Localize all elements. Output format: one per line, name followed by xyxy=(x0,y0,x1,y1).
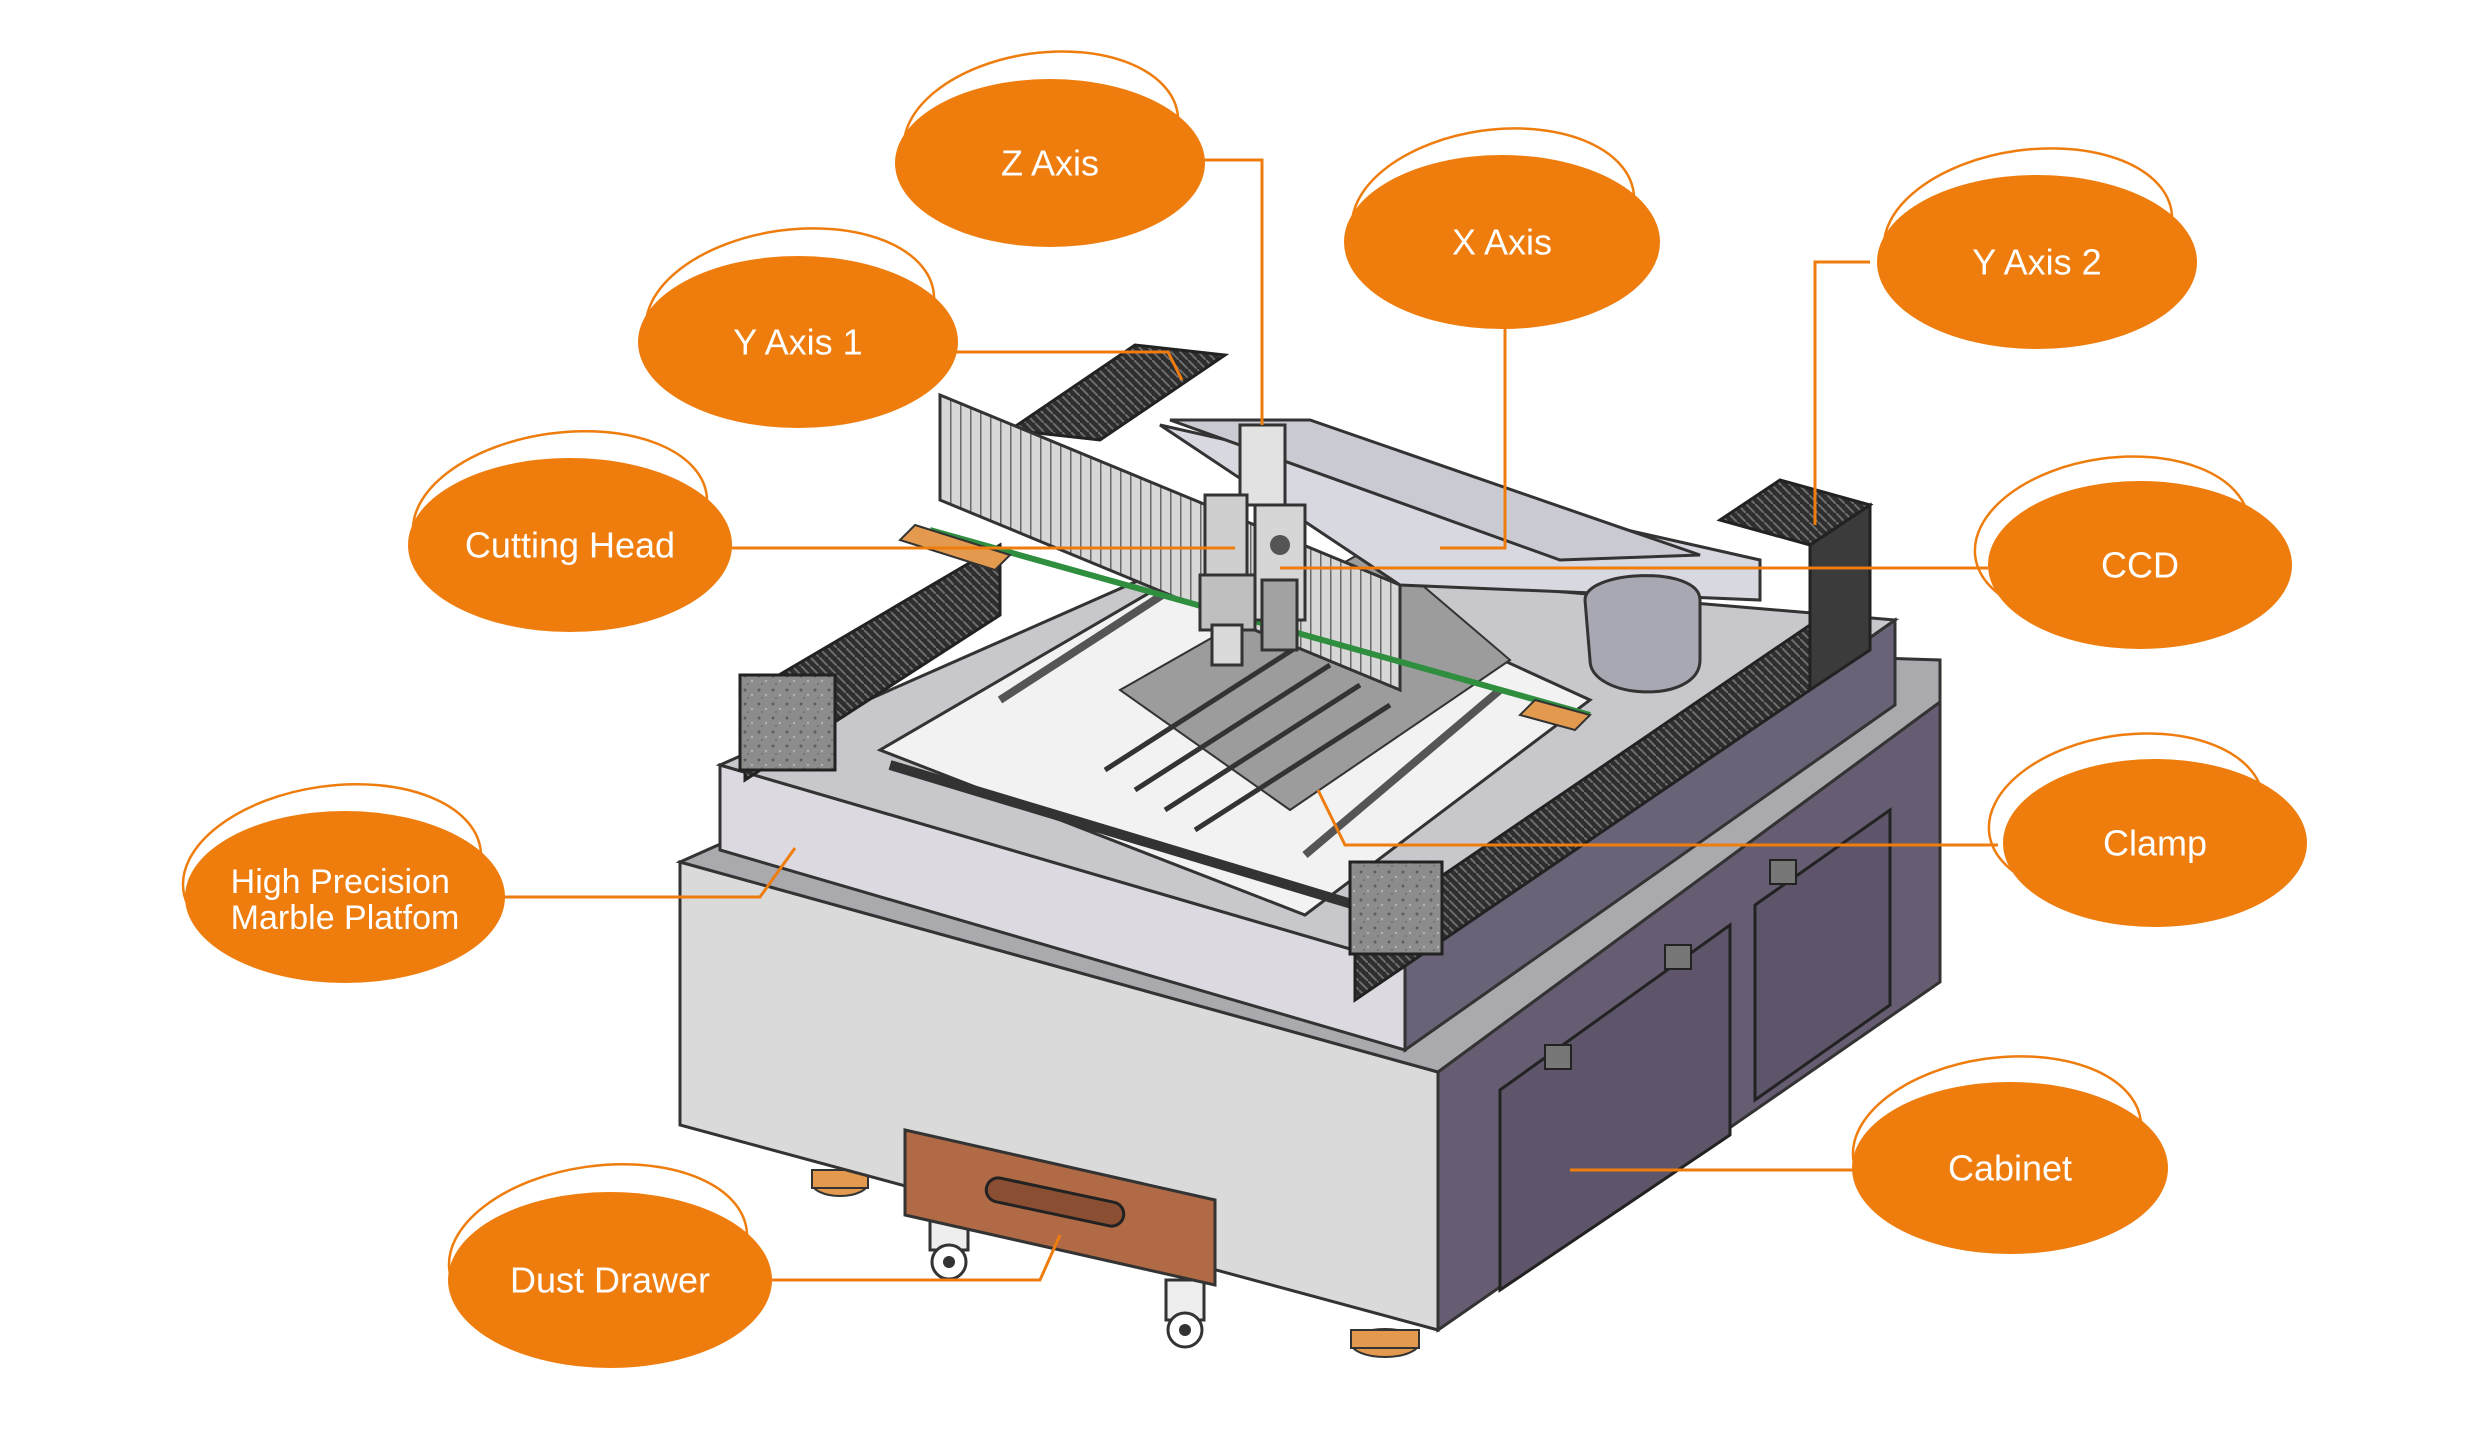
laser-cutting-machine-illustration xyxy=(675,343,1942,1358)
callout-dust-drawer: Dust Drawer xyxy=(447,1162,772,1368)
callout-label-y-axis-2: Y Axis 2 xyxy=(1972,242,2101,283)
callout-marble-platform: High Precision Marble Platfom xyxy=(181,782,505,983)
callout-label-dust-drawer: Dust Drawer xyxy=(510,1260,710,1301)
leader-lines xyxy=(488,158,1998,1282)
callout-label-clamp: Clamp xyxy=(2103,823,2207,864)
callout-label-z-axis: Z Axis xyxy=(1001,143,1099,184)
leader-dust-drawer xyxy=(757,1234,1062,1282)
caster-wheel xyxy=(1164,1278,1206,1349)
callout-clamp: Clamp xyxy=(1987,732,2307,927)
callout-group: Z Axis X Axis Y Axis 2 Y Axis 1 Cutting … xyxy=(181,50,2307,1368)
callout-ccd: CCD xyxy=(1973,455,2292,649)
callout-label-ccd: CCD xyxy=(2101,545,2179,586)
callout-label-y-axis-1: Y Axis 1 xyxy=(733,322,862,363)
leader-y-axis-1 xyxy=(955,350,1184,381)
leader-marble-platform xyxy=(488,847,797,899)
z-axis-head-assembly xyxy=(1198,423,1307,667)
y-axis-1-rail xyxy=(738,343,1230,783)
callout-x-axis: X Axis xyxy=(1344,127,1660,329)
callout-y-axis-1: Y Axis 1 xyxy=(638,227,958,428)
y-axis-2-rail xyxy=(1348,478,1874,1003)
leader-y-axis-2 xyxy=(1813,260,1870,525)
leader-z-axis xyxy=(1202,158,1264,425)
callout-label-marble-platform: High Precision Marble Platfom xyxy=(231,863,460,937)
work-table xyxy=(876,538,1593,917)
callout-cabinet: Cabinet xyxy=(1851,1055,2168,1254)
callout-label-x-axis: X Axis xyxy=(1452,222,1552,263)
callout-cutting-head: Cutting Head xyxy=(408,429,732,632)
callout-label-cutting-head: Cutting Head xyxy=(465,525,675,566)
leader-clamp xyxy=(1316,789,1998,847)
callout-z-axis: Z Axis xyxy=(895,50,1205,247)
leader-x-axis xyxy=(1440,320,1507,550)
feet-and-casters xyxy=(811,1169,1420,1358)
dust-drawer-illustration xyxy=(903,1128,1217,1287)
callout-y-axis-2: Y Axis 2 xyxy=(1877,147,2197,349)
callout-label-cabinet: Cabinet xyxy=(1948,1148,2072,1189)
